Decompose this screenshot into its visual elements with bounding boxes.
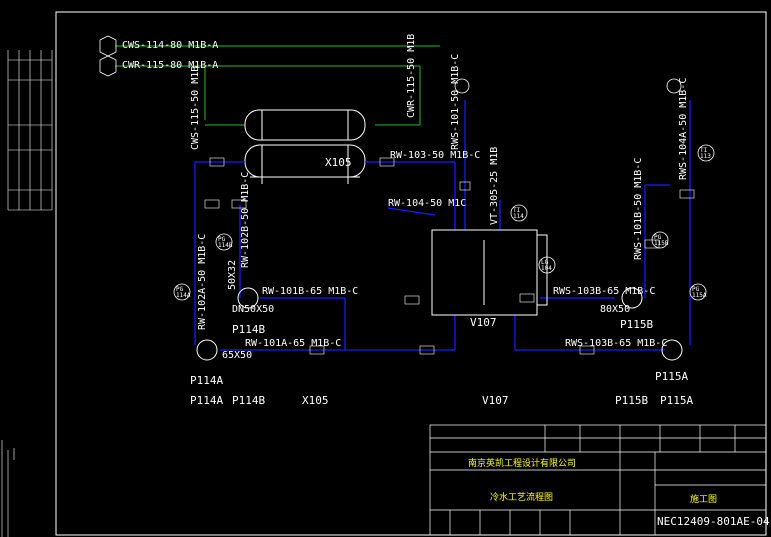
stage-label: 施工图 bbox=[690, 493, 717, 505]
legend-p114a: P114A bbox=[190, 394, 223, 407]
vt-305-label: VT-305-25 M1B bbox=[489, 147, 500, 225]
rw-104-label: RW-104-50 M1C bbox=[388, 198, 466, 209]
instrument-bubbles bbox=[173, 78, 715, 301]
rw-101a-label: RW-101A-65 M1B-C bbox=[245, 338, 341, 349]
cws-arrow-icon bbox=[99, 35, 117, 77]
legend-p114b: P114B bbox=[232, 394, 265, 407]
title-block bbox=[429, 424, 767, 536]
rw-102a-label: RW-102A-50 M1B-C bbox=[197, 234, 208, 330]
size-65-label: 65X50 bbox=[222, 350, 252, 361]
v107-tag: V107 bbox=[470, 316, 497, 329]
drawing-number: NEC12409-801AE-04-0 bbox=[657, 515, 771, 528]
rw-102b-label: RW-102B-50 M1B-C bbox=[240, 172, 251, 268]
size-dn-label: DN50X50 bbox=[232, 304, 274, 315]
size-50x32-label: 50X32 bbox=[227, 260, 238, 290]
left-ticks bbox=[1, 440, 15, 537]
left-revision-strip bbox=[7, 50, 53, 211]
cwr-115-label: CWR-115-80 M1B-A bbox=[122, 60, 218, 71]
p114b-tag: P114B bbox=[232, 323, 265, 336]
rws-103b-label: RWS-103B-65 M1B-C bbox=[553, 286, 655, 297]
legend-x105: X105 bbox=[302, 394, 329, 407]
x105-tag: X105 bbox=[325, 156, 352, 169]
rws-103b2-label: RWS-103B-65 M1B-C bbox=[565, 338, 667, 349]
drawing-frame bbox=[55, 11, 767, 536]
rw-103-label: RW-103-50 M1B-C bbox=[390, 150, 480, 161]
cooling-water-lines bbox=[115, 45, 440, 126]
p114a-tag: P114A bbox=[190, 374, 223, 387]
p115b-tag: P115B bbox=[620, 318, 653, 331]
cwr-115v-label: CWR-115-50 M1B bbox=[406, 34, 417, 118]
vessel-v107 bbox=[431, 229, 548, 316]
legend-p115b: P115B bbox=[615, 394, 648, 407]
company-name: 南京英凯工程设计有限公司 bbox=[468, 457, 576, 469]
rws-104a-label: RWS-104A-50 M1B-C bbox=[678, 78, 689, 180]
p115a-tag: P115A bbox=[655, 370, 688, 383]
rws-101b-label: RWS-101B-50 M1B-C bbox=[633, 158, 644, 260]
size-80x50-label: 80X50 bbox=[600, 304, 630, 315]
process-pipes bbox=[194, 100, 691, 351]
rws-101-label: RWS-101-50 M1B-C bbox=[450, 54, 461, 150]
rw-101b-label: RW-101B-65 M1B-C bbox=[262, 286, 358, 297]
cws-115-label: CWS-115-50 M1B bbox=[190, 66, 201, 150]
drawing-title: 冷水工艺流程图 bbox=[490, 491, 553, 503]
heat-exchanger-x105 bbox=[244, 109, 366, 184]
cws-114-label: CWS-114-80 M1B-A bbox=[122, 40, 218, 51]
pump-symbols bbox=[196, 287, 683, 361]
legend-p115a: P115A bbox=[660, 394, 693, 407]
legend-v107: V107 bbox=[482, 394, 509, 407]
